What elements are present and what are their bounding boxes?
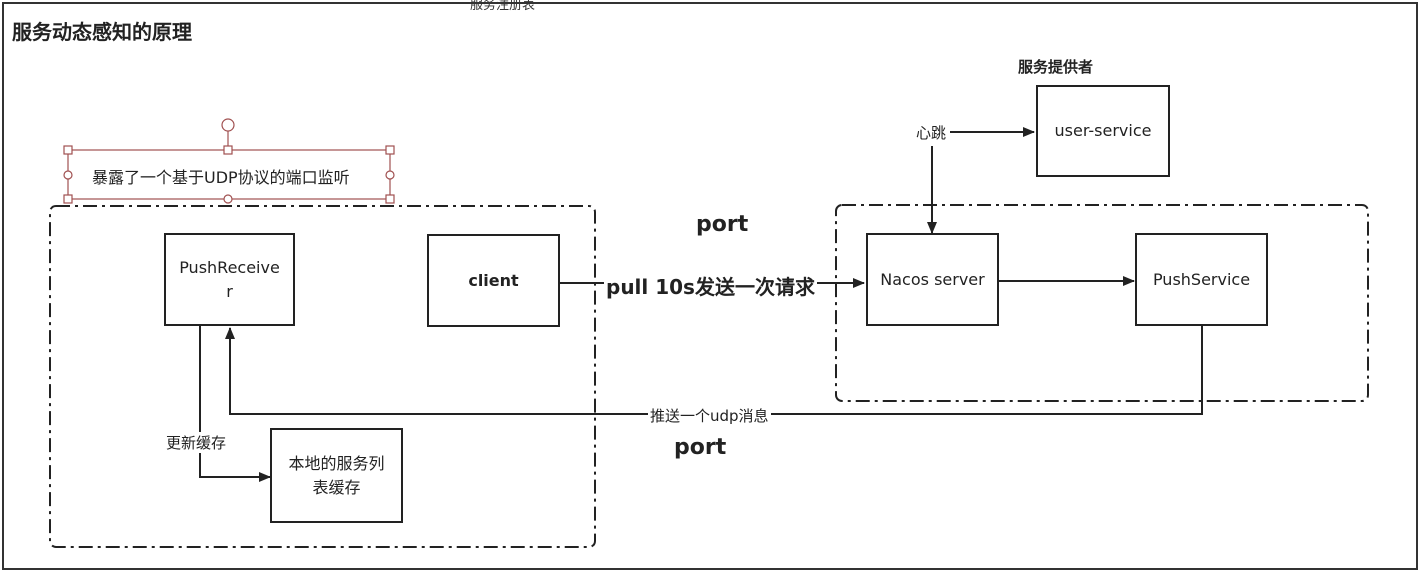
server-group-boundary <box>835 204 1369 402</box>
port-label-top: port <box>696 212 749 237</box>
local-cache-label-line2: 表缓存 <box>312 477 361 497</box>
push-receiver-box[interactable]: PushReceive r <box>164 233 295 326</box>
user-service-label: user-service <box>1054 121 1152 140</box>
push-service-box[interactable]: PushService <box>1135 233 1268 326</box>
annotation-selection <box>63 118 395 204</box>
push-receiver-label-line1: PushReceive <box>179 257 280 277</box>
annotation-text[interactable]: 暴露了一个基于UDP协议的端口监听 <box>92 168 350 187</box>
client-group-boundary <box>49 205 596 548</box>
push-receiver-label-line2: r <box>226 281 233 301</box>
nacos-server-box[interactable]: Nacos server <box>866 233 999 326</box>
provider-label: 服务提供者 <box>1018 58 1094 76</box>
port-label-bottom: port <box>674 435 727 460</box>
client-box[interactable]: client <box>427 234 560 327</box>
client-label: client <box>468 270 519 290</box>
nacos-server-label: Nacos server <box>880 269 985 289</box>
page-title: 服务动态感知的原理 <box>12 20 192 44</box>
push-service-label: PushService <box>1152 269 1251 289</box>
cut-off-top-text: 服务注册表 <box>470 0 536 13</box>
user-service-box[interactable]: user-service <box>1036 85 1170 177</box>
local-cache-label-line1: 本地的服务列 <box>288 453 385 473</box>
update-cache-label: 更新缓存 <box>164 432 229 453</box>
udp-push-label: 推送一个udp消息 <box>648 405 771 426</box>
pull-label: pull 10s发送一次请求 <box>604 271 817 300</box>
heartbeat-label: 心跳 <box>914 122 949 143</box>
local-cache-box[interactable]: 本地的服务列 表缓存 <box>270 428 403 523</box>
update-cache-arrow <box>199 326 271 482</box>
